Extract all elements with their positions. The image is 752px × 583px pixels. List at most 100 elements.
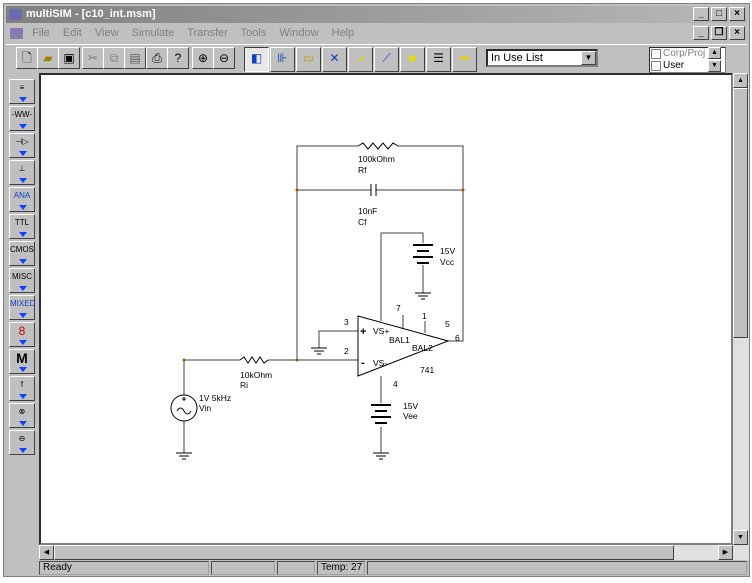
new-icon: 🗋 — [22, 51, 32, 65]
postprocessor-button[interactable]: ⟋ — [374, 47, 399, 72]
help-icon: ? — [174, 51, 182, 65]
scroll-up-arrow-icon[interactable]: ▲ — [733, 73, 748, 88]
palette-misc-button[interactable]: M — [9, 349, 35, 374]
menu-simulate[interactable]: Simulate — [131, 27, 175, 39]
postprocessor-icon: ⟋ — [382, 51, 391, 65]
palette-analog-button[interactable]: ANA — [9, 187, 35, 212]
opamp-model: 741 — [420, 365, 434, 375]
palette-rf-button[interactable]: ⊗ — [9, 403, 35, 428]
copy-button[interactable]: ⧉ — [103, 47, 125, 69]
opamp-741[interactable] — [357, 315, 450, 377]
vertical-scrollbar[interactable]: ▲ ▼ — [733, 73, 749, 560]
list-button[interactable]: ☰ — [426, 47, 451, 72]
paste-button[interactable]: ▤ — [124, 47, 146, 69]
vcc-value: 15V — [440, 246, 455, 256]
ac-source-vin[interactable] — [170, 394, 198, 422]
probe-button[interactable]: ⊪ — [270, 47, 295, 72]
netlist-icon: ✕ — [329, 51, 340, 65]
zoom-out-icon: ⊖ — [218, 51, 230, 65]
cf-value: 10nF — [358, 206, 377, 216]
multisim-window: multiSIM - [c10_int.msm] _ □ × File Edit… — [3, 3, 750, 577]
list-icon: ☰ — [433, 51, 444, 65]
netlist-button[interactable]: ✕ — [322, 47, 347, 72]
chip-icon: ■ — [408, 51, 417, 65]
doc-close-button[interactable]: × — [729, 26, 745, 40]
zoom-in-button[interactable]: ⊕ — [192, 47, 214, 69]
minimize-button[interactable]: _ — [693, 7, 709, 21]
pin-7: 7 — [396, 303, 401, 313]
diodes-icon: ⊣▷ — [15, 137, 29, 146]
palette-diodes-button[interactable]: ⊣▷ — [9, 133, 35, 158]
open-button[interactable]: ▰ — [37, 47, 59, 69]
zoom-out-button[interactable]: ⊖ — [213, 47, 235, 69]
ri-name: Ri — [240, 380, 248, 390]
junctions — [182, 188, 465, 362]
transfer-button[interactable]: ➡ — [452, 47, 477, 72]
menu-file[interactable]: File — [32, 27, 50, 39]
palette-electromechanical-button[interactable]: ⊖ — [9, 430, 35, 455]
palette-cmos-button[interactable]: CMOS — [9, 241, 35, 266]
menu-window[interactable]: Window — [279, 27, 319, 39]
user-label: User — [663, 60, 685, 71]
doc-minimize-button[interactable]: _ — [693, 26, 709, 40]
cut-button[interactable]: ✂ — [82, 47, 104, 69]
chip-button[interactable]: ■ — [400, 47, 425, 72]
palette-ttl-button[interactable]: TTL — [9, 214, 35, 239]
resistor-ri[interactable] — [239, 356, 269, 364]
scroll-up-icon[interactable]: ▲ — [708, 47, 721, 59]
analysis-button[interactable]: ⩘ — [348, 47, 373, 72]
menu-view[interactable]: View — [94, 27, 119, 39]
chevron-down-icon[interactable]: ▼ — [581, 51, 596, 65]
print-icon: ⎙ — [152, 51, 162, 65]
menu-help[interactable]: Help — [331, 27, 355, 39]
palette-transistors-button[interactable]: ⊥ — [9, 160, 35, 185]
pin-1: 1 — [422, 311, 427, 321]
new-button[interactable]: 🗋 — [16, 47, 38, 69]
instrument-icon: ▭ — [302, 51, 315, 65]
component-button[interactable]: ◧ — [244, 47, 269, 72]
horizontal-scroll-thumb[interactable] — [54, 545, 674, 560]
close-button[interactable]: × — [729, 7, 745, 21]
help-button[interactable]: ? — [167, 47, 189, 69]
menu-tools[interactable]: Tools — [240, 27, 267, 39]
horizontal-scrollbar[interactable]: ◀ ▶ — [39, 545, 733, 560]
pin-2: 2 — [344, 346, 349, 356]
scroll-down-icon[interactable]: ▼ — [708, 60, 721, 72]
maximize-button[interactable]: □ — [711, 7, 727, 21]
document-icon[interactable] — [10, 27, 23, 39]
pin-6: 6 — [455, 333, 460, 343]
vertical-scroll-thumb[interactable] — [733, 88, 748, 338]
vin-name: Vin — [199, 403, 211, 413]
palette-misc-digital-button[interactable]: MISC — [9, 268, 35, 293]
print-button[interactable]: ⎙ — [146, 47, 168, 69]
misc-digital-icon: MISC — [12, 272, 32, 281]
battery-vee[interactable] — [371, 404, 391, 424]
mixed-icon: MIXED — [10, 299, 36, 308]
palette-mixed-button[interactable]: MIXED — [9, 295, 35, 320]
schematic-canvas[interactable]: 100kOhm Rf 10nF Cf 15V Vcc 15V Vee 10kOh… — [39, 73, 733, 545]
battery-vcc[interactable] — [413, 244, 433, 264]
scroll-left-arrow-icon[interactable]: ◀ — [39, 545, 54, 560]
ri-value: 10kOhm — [240, 370, 272, 380]
menu-edit[interactable]: Edit — [62, 27, 82, 39]
cf-name: Cf — [358, 217, 367, 227]
corp-proj-checkbox[interactable]: Corp/Proj — [650, 48, 725, 60]
scroll-right-arrow-icon[interactable]: ▶ — [718, 545, 733, 560]
doc-restore-button[interactable]: ❐ — [711, 26, 727, 40]
scroll-down-arrow-icon[interactable]: ▼ — [733, 530, 748, 545]
misc-icon: M — [16, 350, 28, 366]
palette-controls-button[interactable]: f — [9, 376, 35, 401]
user-checkbox[interactable]: User — [650, 60, 725, 72]
resistor-rf[interactable] — [357, 142, 399, 150]
palette-indicators-button[interactable]: 8 — [9, 322, 35, 347]
palette-basic-button[interactable]: -WW- — [9, 106, 35, 131]
ttl-icon: TTL — [14, 218, 30, 227]
title-bar: multiSIM - [c10_int.msm] _ □ × — [6, 6, 747, 23]
in-use-list-dropdown[interactable]: In Use List ▼ — [486, 49, 598, 67]
save-button[interactable]: ▣ — [58, 47, 80, 69]
instrument-button[interactable]: ▭ — [296, 47, 321, 72]
palette-sources-button[interactable]: ≡ — [9, 79, 35, 104]
menu-transfer[interactable]: Transfer — [187, 27, 228, 39]
capacitor-cf[interactable] — [370, 184, 377, 196]
minus-sign: - — [361, 357, 365, 369]
